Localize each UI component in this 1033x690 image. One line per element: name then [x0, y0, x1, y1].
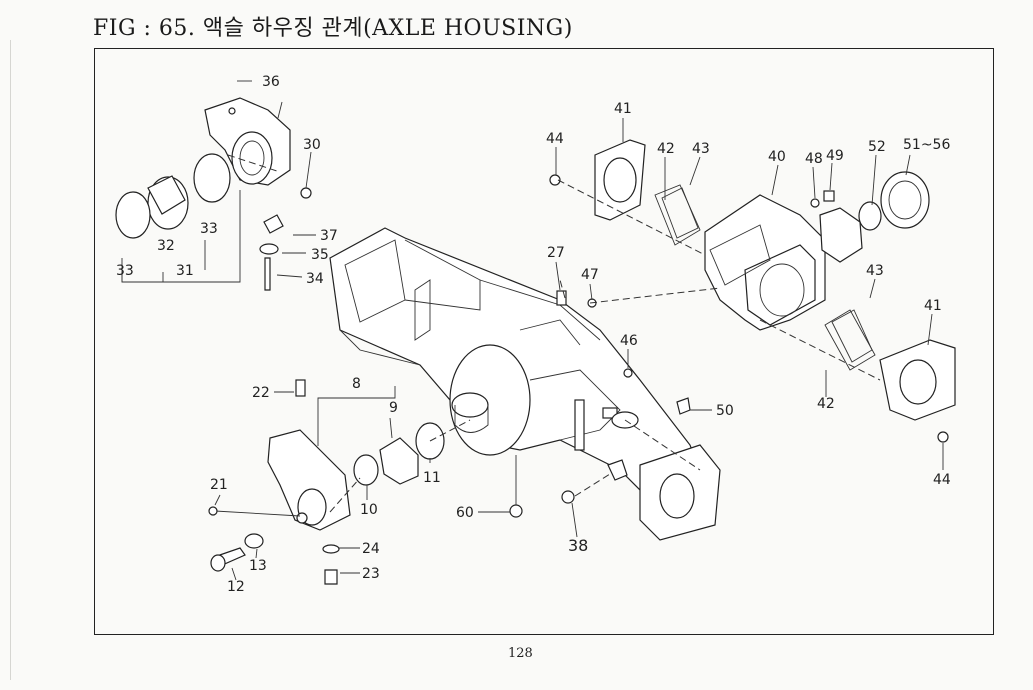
callout-42: 42 — [657, 141, 675, 157]
callout-37: 37 — [320, 228, 338, 244]
callout-43: 43 — [692, 141, 710, 157]
callout-52: 52 — [868, 139, 886, 155]
callout-32: 32 — [157, 238, 175, 254]
callout-labels: 36 30 33 32 33 31 37 35 34 44 41 42 43 4… — [116, 74, 951, 595]
callout-27: 27 — [547, 245, 565, 261]
page-number: 128 — [508, 646, 533, 661]
top-knuckle-assembly — [115, 97, 312, 291]
callout-8: 8 — [352, 376, 361, 392]
callout-22: 22 — [252, 385, 270, 401]
callout-11: 11 — [423, 470, 441, 486]
alignment-lines — [227, 154, 881, 513]
callout-33: 33 — [200, 221, 218, 237]
axle-housing-body — [329, 227, 721, 541]
callout-30: 30 — [303, 137, 321, 153]
callout-43: 43 — [866, 263, 884, 279]
callout-47: 47 — [581, 267, 599, 283]
page-margin-line — [10, 40, 11, 680]
callout-36: 36 — [262, 74, 280, 90]
callout-41: 41 — [924, 298, 942, 314]
callout-51-56: 51~56 — [903, 137, 950, 153]
callout-34: 34 — [306, 271, 324, 287]
callout-38: 38 — [568, 536, 588, 555]
callout-23: 23 — [362, 566, 380, 582]
callout-40: 40 — [768, 149, 786, 165]
callout-44: 44 — [546, 131, 564, 147]
callout-13: 13 — [249, 558, 267, 574]
callout-50: 50 — [716, 403, 734, 419]
top-right-flange-assembly — [549, 139, 956, 443]
callout-21: 21 — [210, 477, 228, 493]
callout-9: 9 — [389, 400, 398, 416]
callout-24: 24 — [362, 541, 380, 557]
diagram-frame — [94, 48, 994, 635]
callout-41: 41 — [614, 101, 632, 117]
callout-42: 42 — [817, 396, 835, 412]
callout-49: 49 — [826, 148, 844, 164]
page-title: FIG : 65. 액슬 하우징 관계(AXLE HOUSING) — [93, 16, 573, 41]
leader-lines — [214, 80, 944, 581]
callout-46: 46 — [620, 333, 638, 349]
callout-10: 10 — [360, 502, 378, 518]
bottom-spindle-assembly — [208, 379, 628, 585]
callout-48: 48 — [805, 151, 823, 167]
callout-31: 31 — [176, 263, 194, 279]
callout-12: 12 — [227, 579, 245, 595]
callout-44: 44 — [933, 472, 951, 488]
callout-33: 33 — [116, 263, 134, 279]
callout-35: 35 — [311, 247, 329, 263]
callout-60: 60 — [456, 505, 474, 521]
